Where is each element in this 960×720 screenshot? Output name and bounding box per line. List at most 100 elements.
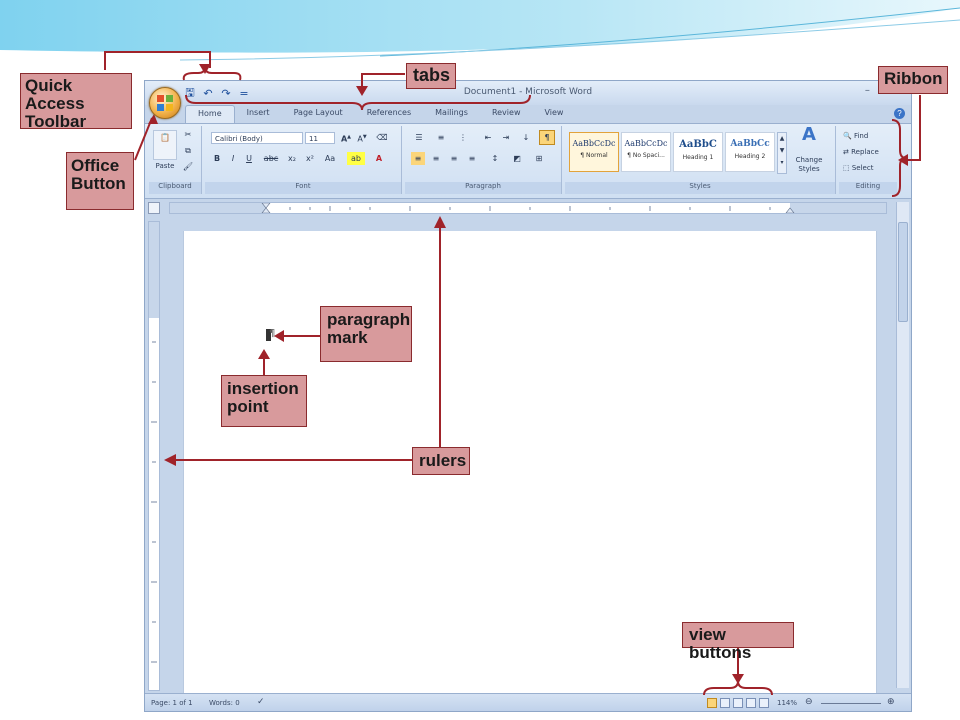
tab-page-layout[interactable]: Page Layout — [293, 108, 343, 117]
copy-icon[interactable]: ⧉ — [185, 146, 191, 155]
paste-icon[interactable]: 📋 — [153, 130, 177, 160]
format-painter-icon[interactable]: 🖌 — [182, 162, 194, 171]
undo-icon[interactable]: ↶ — [203, 86, 213, 100]
font-size-select[interactable]: 11 — [305, 132, 335, 144]
zoom-level[interactable]: 114% — [777, 699, 798, 707]
bullets-icon[interactable]: ☰ — [415, 133, 423, 142]
page-count[interactable]: Page: 1 of 1 — [151, 699, 193, 707]
find-icon: 🔍 — [843, 132, 852, 140]
borders-icon[interactable]: ⊞ — [535, 154, 543, 163]
help-icon[interactable]: ? — [894, 108, 905, 119]
font-color-icon[interactable]: A — [375, 154, 383, 163]
style-no-spacing[interactable]: AaBbCcDc ¶ No Spaci... — [621, 132, 671, 172]
change-styles-icon[interactable]: A — [802, 124, 816, 145]
find-button[interactable]: 🔍 Find — [843, 132, 869, 140]
tab-insert[interactable]: Insert — [246, 108, 270, 117]
outline-view-button[interactable] — [746, 698, 756, 708]
callout-ribbon: Ribbon — [878, 66, 948, 94]
scrollbar-thumb[interactable] — [898, 222, 908, 322]
replace-button[interactable]: ⇄ Replace — [843, 148, 879, 156]
paragraph-group-label: Paragraph — [405, 182, 561, 194]
select-icon: ⬚ — [843, 164, 850, 172]
vertical-ruler[interactable] — [148, 221, 160, 691]
shrink-font-icon[interactable]: A▼ — [357, 134, 367, 144]
replace-icon: ⇄ — [843, 148, 849, 156]
increase-indent-icon[interactable]: ⇥ — [502, 133, 510, 142]
office-button[interactable] — [149, 87, 181, 119]
title-bar: Document1 - Microsoft Word 🖫 ↶ ↷ = – ▫ ✕ — [145, 81, 911, 105]
show-formatting-icon[interactable]: ¶ — [539, 130, 555, 145]
customize-icon[interactable]: = — [239, 86, 249, 100]
bold-button[interactable]: B — [213, 154, 221, 163]
status-bar: Page: 1 of 1 Words: 0 ✓ 114% ⊖ ⊕ — [145, 693, 911, 711]
save-icon[interactable]: 🖫 — [185, 85, 195, 99]
paste-button[interactable]: Paste — [155, 162, 175, 170]
clipboard-group: 📋 Paste ✂ ⧉ 🖌 Clipboard — [149, 126, 202, 194]
justify-icon[interactable]: ≡ — [468, 154, 476, 163]
line-spacing-icon[interactable]: ↕ — [491, 154, 499, 163]
word-count[interactable]: Words: 0 — [209, 699, 240, 707]
horizontal-ruler[interactable] — [169, 202, 887, 214]
style-heading-2[interactable]: AaBbCc Heading 2 — [725, 132, 775, 172]
minimize-button[interactable]: – — [864, 85, 870, 96]
change-case-icon[interactable]: Aa — [324, 154, 336, 163]
callout-rulers: rulers — [412, 447, 470, 475]
italic-button[interactable]: I — [231, 154, 235, 163]
redo-icon[interactable]: ↷ — [221, 86, 231, 100]
insertion-point — [266, 329, 271, 341]
zoom-slider[interactable] — [821, 703, 881, 704]
strikethrough-icon[interactable]: abc — [263, 154, 279, 163]
style-normal[interactable]: AaBbCcDc ¶ Normal — [569, 132, 619, 172]
align-right-icon[interactable]: ≡ — [450, 154, 458, 163]
font-name-select[interactable]: Calibri (Body) — [211, 132, 303, 144]
full-screen-reading-view-button[interactable] — [720, 698, 730, 708]
editing-group: 🔍 Find ⇄ Replace ⬚ Select Editing — [839, 126, 897, 194]
draft-view-button[interactable] — [759, 698, 769, 708]
decrease-indent-icon[interactable]: ⇤ — [484, 133, 492, 142]
font-group-label: Font — [205, 182, 401, 194]
numbering-icon[interactable]: ≡ — [437, 133, 445, 142]
editing-group-label: Editing — [839, 182, 897, 194]
highlight-icon[interactable]: ab — [347, 152, 365, 165]
superscript-icon[interactable]: x² — [306, 154, 314, 163]
callout-quick-access-line1: Quick Access — [25, 76, 85, 113]
grow-font-icon[interactable]: A▲ — [340, 134, 352, 144]
callout-view-buttons: view buttons — [682, 622, 794, 661]
tab-references[interactable]: References — [366, 108, 412, 117]
underline-button[interactable]: U — [246, 154, 252, 163]
cut-icon[interactable]: ✂ — [184, 130, 192, 139]
shading-icon[interactable]: ◩ — [513, 154, 521, 163]
slide-header-swoosh — [0, 0, 960, 72]
select-button[interactable]: ⬚ Select — [843, 164, 874, 172]
word-window: Document1 - Microsoft Word 🖫 ↶ ↷ = – ▫ ✕… — [144, 80, 912, 712]
tab-review[interactable]: Review — [491, 108, 521, 117]
clear-formatting-icon[interactable]: ⌫ — [376, 133, 388, 142]
sort-icon[interactable]: ↓ — [522, 133, 530, 142]
ribbon: 📋 Paste ✂ ⧉ 🖌 Clipboard Calibri (Body) 1… — [145, 123, 911, 199]
zoom-in-icon[interactable]: ⊕ — [887, 697, 895, 707]
align-left-icon[interactable]: ≡ — [411, 152, 425, 165]
style-heading-1[interactable]: AaBbC Heading 1 — [673, 132, 723, 172]
web-layout-view-button[interactable] — [733, 698, 743, 708]
callout-office-line1: Office — [71, 156, 120, 175]
tab-mailings[interactable]: Mailings — [435, 108, 468, 117]
tab-home[interactable]: Home — [185, 105, 235, 124]
document-page[interactable]: ¶ — [183, 231, 877, 693]
tab-view[interactable]: View — [544, 108, 564, 117]
zoom-out-icon[interactable]: ⊖ — [805, 697, 813, 707]
change-styles-button[interactable]: Change Styles — [795, 156, 823, 173]
proofing-icon[interactable]: ✓ — [257, 697, 265, 707]
callout-insertion-point: insertion point — [221, 375, 307, 427]
callout-tabs: tabs — [406, 63, 456, 89]
callout-paragraph-mark: paragraph mark — [320, 306, 412, 362]
tab-selector[interactable] — [148, 202, 160, 214]
styles-scroll-icon[interactable]: ▲▼▾ — [777, 132, 787, 174]
multilevel-list-icon[interactable]: ⋮ — [459, 133, 467, 142]
paragraph-mark: ¶ — [269, 328, 276, 339]
align-center-icon[interactable]: ≡ — [432, 154, 440, 163]
vertical-scrollbar[interactable] — [896, 202, 909, 688]
subscript-icon[interactable]: x₂ — [288, 154, 296, 163]
print-layout-view-button[interactable] — [707, 698, 717, 708]
office-logo-icon — [157, 95, 173, 111]
ribbon-tabs: Home Insert Page Layout References Maili… — [185, 105, 575, 124]
